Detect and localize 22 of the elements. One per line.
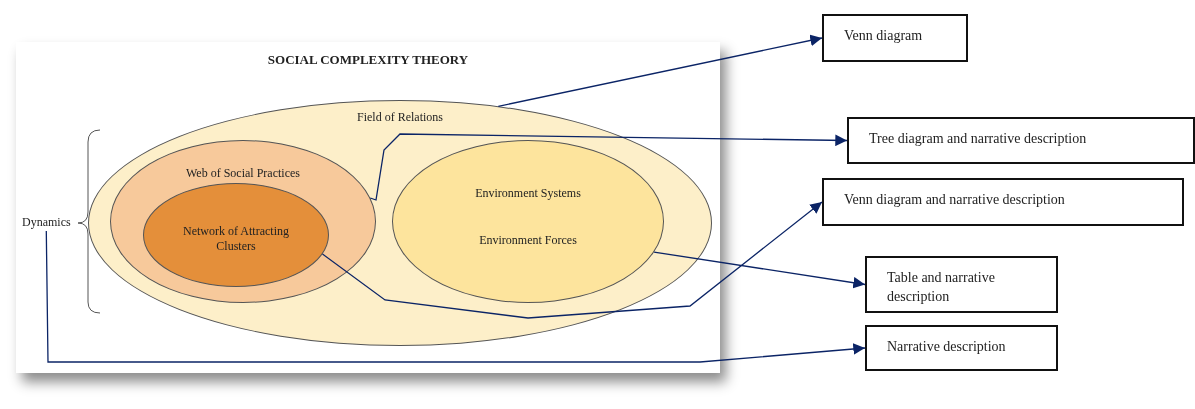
ellipse-label: Field of Relations xyxy=(357,110,443,125)
arrow xyxy=(369,133,848,201)
text-box xyxy=(865,325,1058,371)
box-label: Venn diagram xyxy=(844,28,923,43)
box-label: Tree diagram and narrative description xyxy=(869,131,1087,146)
arrow xyxy=(45,230,866,363)
diagram-title: SOCIAL COMPLEXITY THEORY xyxy=(266,52,470,68)
box-label: Venn diagram and narrative description xyxy=(844,192,1065,207)
ellipse-label: Network of Attracting Clusters xyxy=(182,224,290,254)
brace-label: Dynamics xyxy=(22,215,71,230)
ellipse-label: Environment Systems xyxy=(475,186,581,201)
arrow xyxy=(653,251,866,289)
ellipse-label: Environment Forces xyxy=(479,233,577,248)
text-box xyxy=(847,117,1195,164)
box-label: Narrative description xyxy=(887,339,1006,354)
text-box xyxy=(865,256,1058,313)
text-box xyxy=(822,178,1184,226)
text-box xyxy=(822,14,968,62)
arrow xyxy=(321,201,823,319)
box-label: Table and narrative description xyxy=(887,270,995,304)
ellipse-label: Web of Social Practices xyxy=(186,166,300,181)
arrow xyxy=(497,34,823,107)
